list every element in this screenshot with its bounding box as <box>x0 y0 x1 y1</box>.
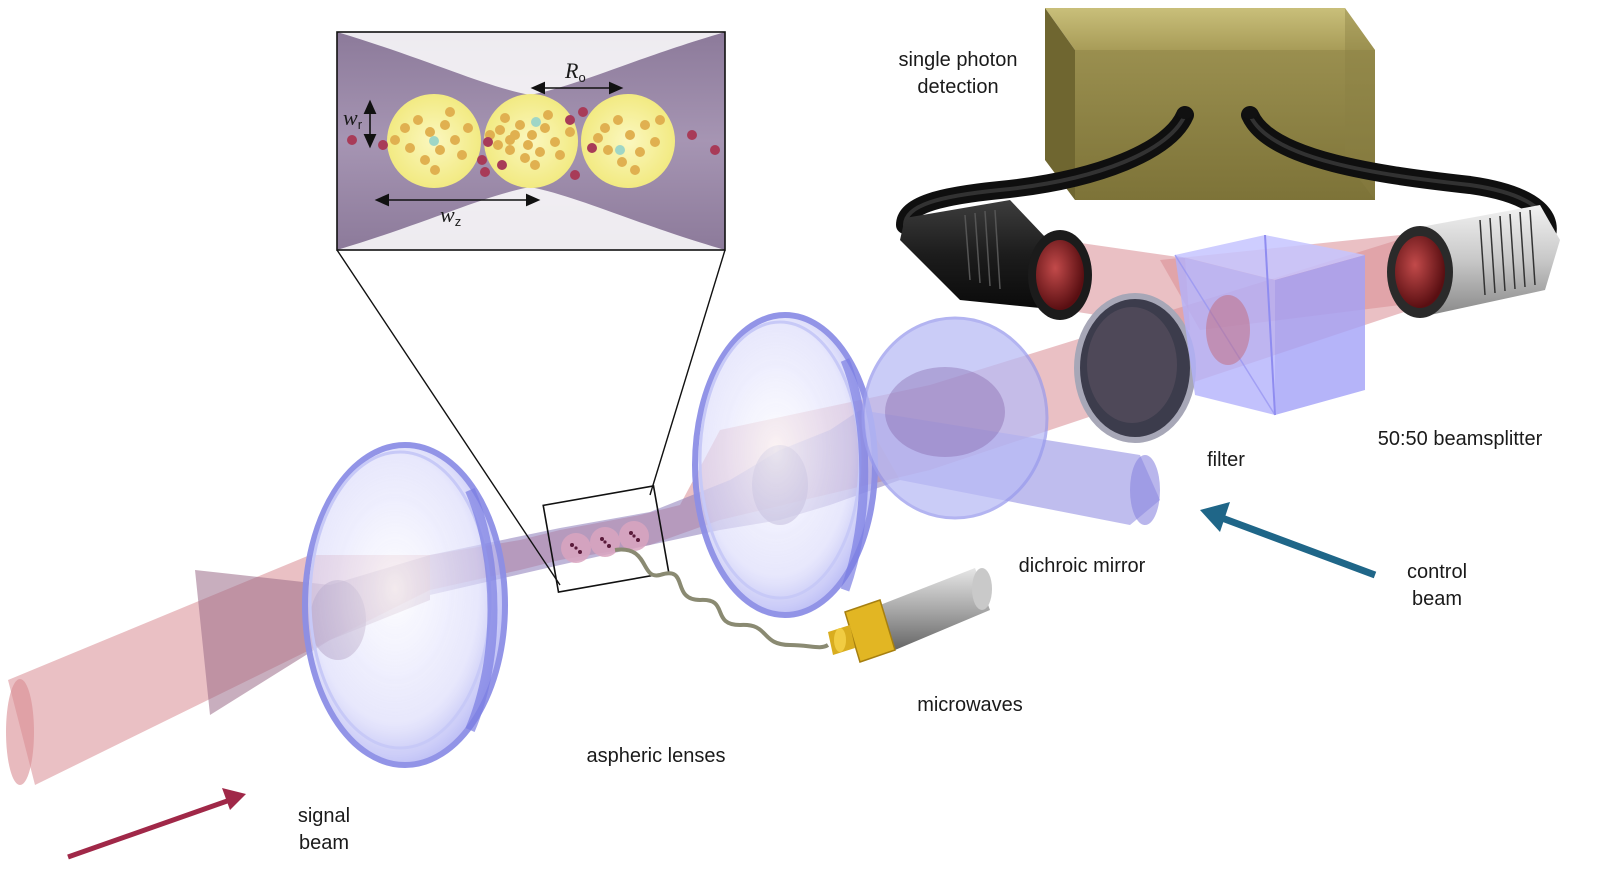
wz-symbol: wz <box>440 202 461 229</box>
single-photon-label-line2: detection <box>917 76 998 98</box>
dichroic-mirror-label: dichroic mirror <box>1019 555 1146 577</box>
filter-label: filter <box>1207 449 1245 471</box>
microwaves-label: microwaves <box>917 694 1023 716</box>
signal-beam-arrow <box>67 788 246 860</box>
dimension-arrows <box>363 81 624 207</box>
wr-symbol: wr <box>343 105 363 132</box>
single-photon-label-line1: single photon <box>899 49 1018 71</box>
beamsplitter-label: 50:50 beamsplitter <box>1378 428 1543 450</box>
control-beam-arrow <box>1200 502 1377 579</box>
filter <box>1074 293 1196 443</box>
beamsplitter-cube <box>1174 234 1365 416</box>
detector-head-right <box>1387 205 1560 318</box>
signal-beam-label-line1: signal <box>298 805 350 827</box>
center-atoms <box>429 117 625 155</box>
aspheric-lens-right <box>692 312 878 618</box>
gold-atoms <box>390 107 665 175</box>
aspheric-lenses-label: aspheric lenses <box>587 745 726 767</box>
control-beam-label-line2: beam <box>1412 588 1462 610</box>
red-atoms <box>347 107 720 180</box>
aspheric-lens-left <box>302 442 508 768</box>
detector-box <box>1045 8 1375 200</box>
r0-symbol: Ro <box>564 58 586 85</box>
signal-beam-label-line2: beam <box>299 832 349 854</box>
atom-cell-zoom-box <box>542 485 670 593</box>
dichroic-mirror <box>861 316 1049 520</box>
zoom-lines <box>336 249 726 586</box>
control-beam-label-line1: control <box>1407 561 1467 583</box>
microwave-antenna <box>614 547 992 663</box>
detector-head-left <box>900 200 1092 320</box>
